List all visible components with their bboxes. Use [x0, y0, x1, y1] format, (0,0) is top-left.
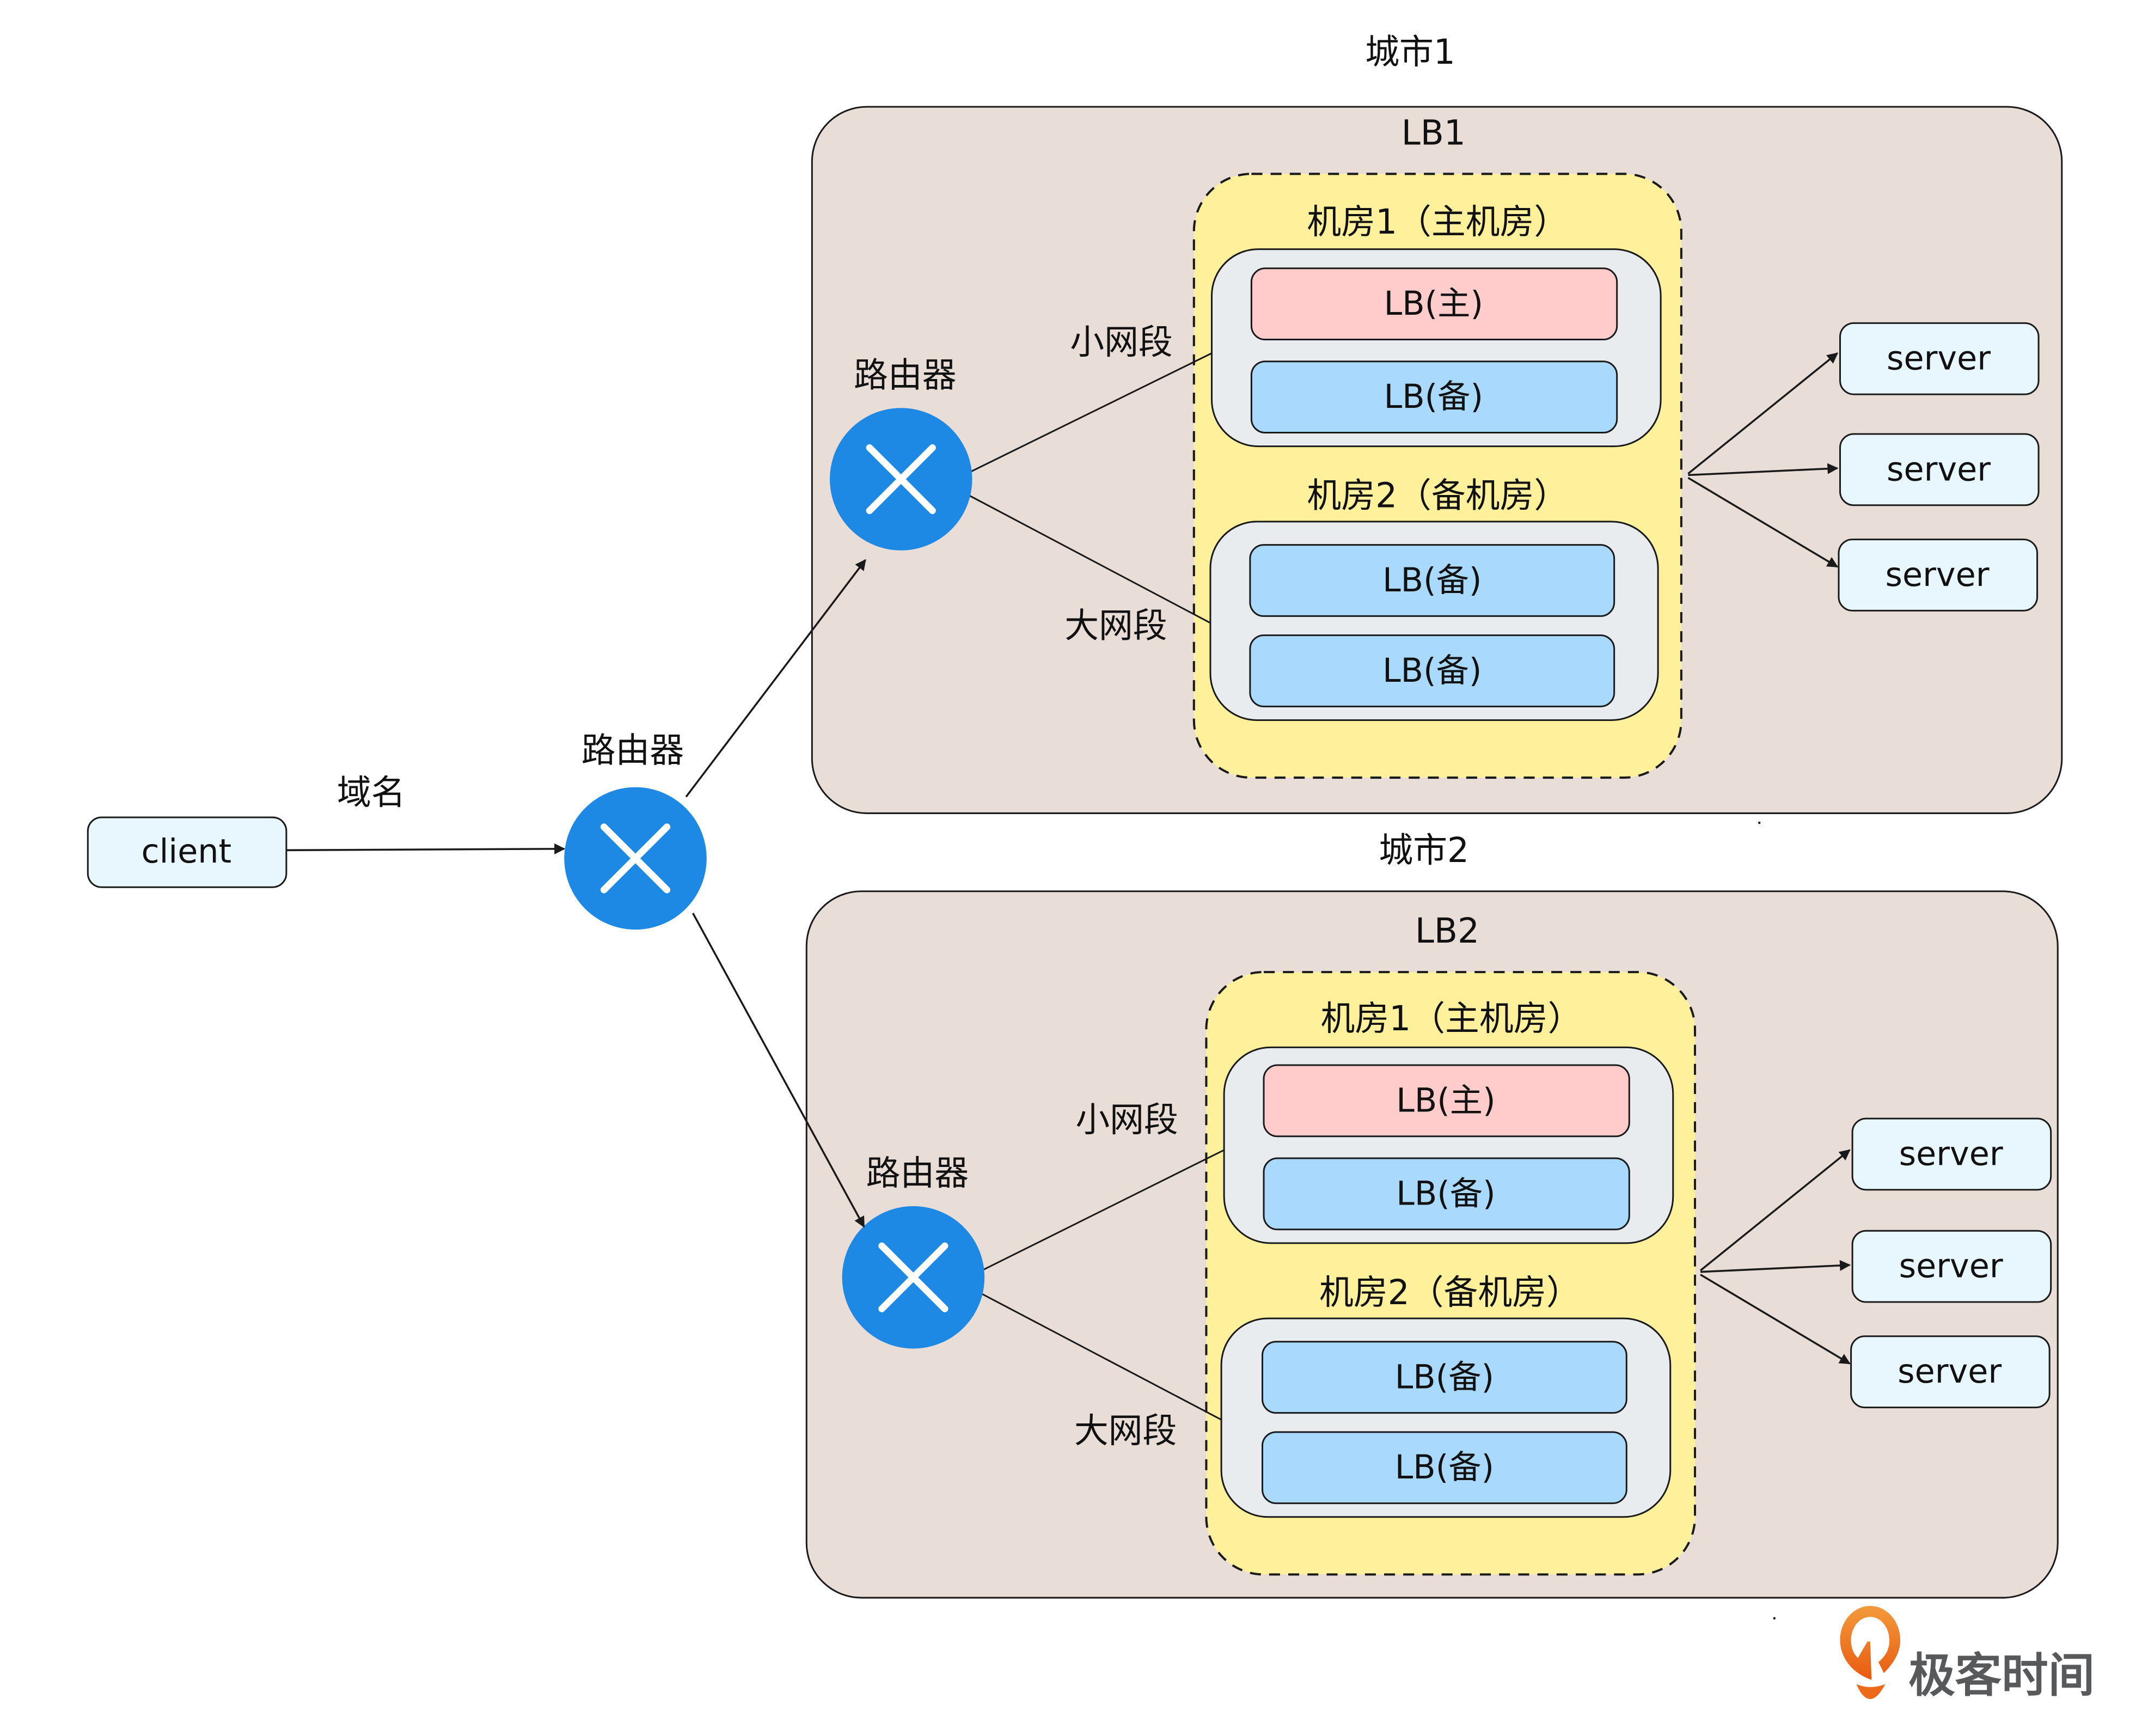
geektime-logo: 极客时间 [1840, 1606, 2095, 1703]
city-2-lb-label: LB2 [1415, 911, 1479, 951]
lb-label: LB(备) [1382, 561, 1482, 600]
domain-name-label: 域名 [337, 773, 406, 812]
client-node[interactable]: client [87, 816, 287, 888]
city-2-room-2-lb-backup-2[interactable]: LB(备) [1262, 1431, 1627, 1505]
client-to-router-arrow [286, 843, 566, 854]
lb-label: LB(备) [1384, 378, 1483, 416]
main-router-to-city-1-arrow [685, 559, 866, 798]
city-1-arrow-server-3 [1687, 476, 1839, 568]
city-2-server-2[interactable]: server [1851, 1230, 2052, 1303]
lb-label: LB(备) [1382, 652, 1482, 690]
city-1-router-icon[interactable] [830, 408, 972, 551]
city-1-room-1-lb-primary[interactable]: LB(主) [1250, 267, 1618, 341]
city-2-server-3[interactable]: server [1850, 1335, 2051, 1409]
main-router-icon[interactable] [564, 787, 707, 930]
lb-label: LB(备) [1395, 1448, 1494, 1487]
main-router-label: 路由器 [582, 730, 684, 770]
city-1-server-1[interactable]: server [1839, 322, 2040, 395]
city-1-small-segment-link [969, 352, 1213, 473]
city-1: 城市1 LB1 机房1（主机房） LB(主) LB(备) 机房2（备机房） LB… [811, 32, 2063, 814]
server-label: server [1886, 556, 1990, 594]
city-2-room-1-lb-primary[interactable]: LB(主) [1263, 1064, 1630, 1138]
server-label: server [1887, 340, 1991, 378]
geektime-logo-icon [1840, 1606, 1901, 1700]
city-1-small-segment-label: 小网段 [1070, 322, 1173, 362]
lb-label: LB(主) [1396, 1081, 1495, 1120]
city-2-small-segment-link [981, 1149, 1225, 1272]
city-2-router-label: 路由器 [866, 1153, 969, 1193]
city-1-room-1-lb-backup[interactable]: LB(备) [1250, 360, 1618, 433]
city-1-lb-label: LB1 [1401, 113, 1466, 152]
lb-label: LB(备) [1395, 1358, 1494, 1396]
server-label: server [1898, 1353, 2002, 1391]
city-2-large-segment-label: 大网段 [1074, 1411, 1177, 1451]
city-2-room-2-title: 机房2（备机房） [1319, 1273, 1581, 1312]
city-1-room-1-title: 机房1（主机房） [1307, 202, 1568, 242]
city-2-router-icon[interactable] [842, 1206, 985, 1349]
server-label: server [1887, 450, 1991, 488]
client-label: client [142, 833, 232, 871]
logo-text: 极客时间 [1908, 1649, 2095, 1703]
city-2-arrow-server-3 [1700, 1274, 1851, 1365]
city-1-room-2-lb-backup-1[interactable]: LB(备) [1249, 544, 1615, 617]
city-1-room-2-title: 机房2（备机房） [1307, 476, 1568, 516]
city-2-small-segment-label: 小网段 [1075, 1100, 1178, 1140]
city-1-server-2[interactable]: server [1839, 433, 2040, 506]
server-label: server [1899, 1135, 2003, 1173]
city-2-room-2-lb-backup-1[interactable]: LB(备) [1262, 1341, 1627, 1414]
city-1-title: 城市1 [1365, 32, 1455, 72]
artifact-dot [1758, 821, 1761, 824]
lb-label: LB(主) [1384, 285, 1483, 323]
city-1-router-label: 路由器 [854, 355, 957, 395]
city-2-arrow-server-1 [1699, 1149, 1851, 1272]
city-1-arrow-server-2 [1688, 463, 1839, 476]
city-2-room-1-lb-backup[interactable]: LB(备) [1263, 1157, 1630, 1231]
lb-label: LB(备) [1396, 1175, 1495, 1213]
city-2: 城市2 LB2 机房1（主机房） LB(主) LB(备) 机房2（备机房） LB… [805, 830, 2059, 1599]
city-1-server-3[interactable]: server [1838, 539, 2039, 612]
city-1-large-segment-link [969, 494, 1211, 624]
city-2-arrow-server-2 [1700, 1260, 1851, 1273]
city-2-server-1[interactable]: server [1851, 1117, 2052, 1191]
server-label: server [1899, 1248, 2003, 1286]
city-1-large-segment-label: 大网段 [1064, 606, 1167, 645]
main-router-to-city-2-arrow [692, 913, 865, 1228]
city-1-arrow-server-1 [1687, 352, 1839, 475]
artifact-dot [1773, 1617, 1776, 1620]
city-2-large-segment-link [981, 1293, 1222, 1421]
city-1-room-2-lb-backup-2[interactable]: LB(备) [1249, 634, 1615, 707]
city-2-room-1-title: 机房1（主机房） [1321, 999, 1582, 1038]
city-2-title: 城市2 [1379, 830, 1469, 870]
